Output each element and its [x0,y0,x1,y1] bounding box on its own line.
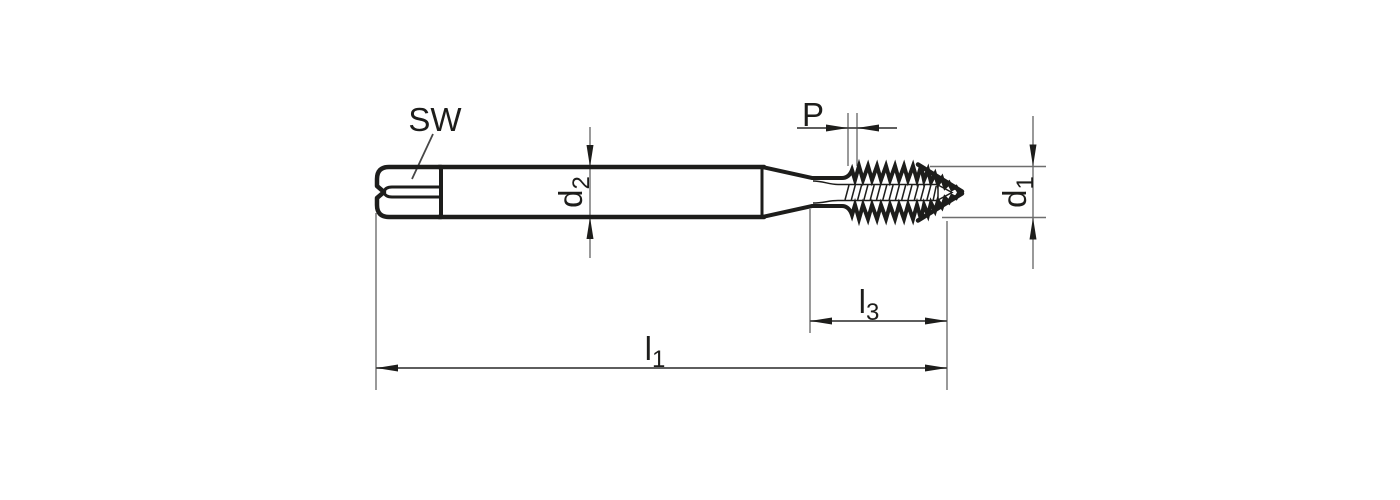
arrow-p-right [857,124,879,132]
label-d2: d2 [552,176,595,208]
slot-lines [382,185,443,199]
arrow-d2-bottom [586,217,594,239]
arrow-l3-right [925,317,947,325]
label-sw: SW [408,101,462,138]
core-tip-chevron [937,184,954,201]
flute-curve-top [812,180,839,186]
arrow-l1-right [925,364,947,372]
label-d1: d1 [996,176,1039,208]
extension-lines [375,113,1046,390]
square-drive-end [374,164,444,220]
arrow-p-left [826,124,848,132]
tap-body-outline [374,158,965,227]
tip-chamfer-top [915,162,965,194]
thread-profile-bottom [760,191,961,227]
label-l1: l1 [645,330,666,373]
dimension-labels: SW P d2 d1 l3 l1 [408,96,1039,373]
square-drive-slot [382,185,443,199]
arrow-l3-left [810,317,832,325]
label-p: P [802,96,824,133]
thread-profile-top [760,158,961,194]
arrow-d1-bottom [1029,217,1037,240]
flute-curve-bottom [812,199,839,204]
arrow-d2-top [586,145,594,167]
sw-leader-line [411,133,434,180]
tip-chamfer-bottom [915,191,965,223]
thread-helix-hatching [844,184,937,201]
thread-core [812,180,954,204]
arrow-l1-left [376,364,398,372]
dimension-arrowheads [376,124,1037,372]
arrow-d1-top [1029,144,1037,167]
label-l3: l3 [859,283,880,326]
dimension-lines [376,127,947,369]
